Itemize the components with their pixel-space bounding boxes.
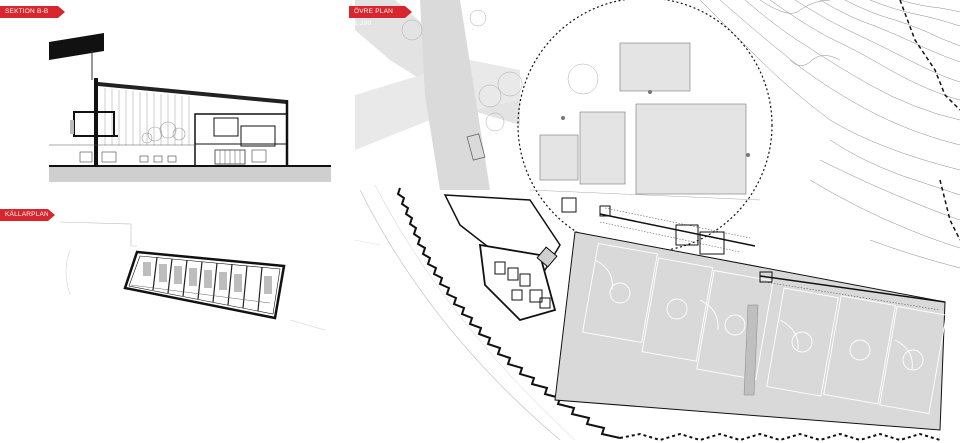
section-main-wall — [94, 78, 98, 166]
upper-plan — [354, 0, 960, 442]
section-title-tag: SEKTION B-B 1:100 — [0, 6, 65, 27]
terrain-contours — [699, 0, 960, 269]
court-markings — [582, 242, 947, 415]
section-drawing — [49, 33, 331, 182]
basement-fixtures — [143, 262, 272, 294]
hall-small — [539, 134, 579, 181]
basement-plan — [59, 221, 326, 331]
bleachers — [599, 213, 946, 303]
section-right-block — [194, 113, 288, 167]
road-vertical — [420, 0, 490, 190]
plan-trees — [401, 9, 599, 132]
building-rooms — [494, 261, 551, 309]
section-ceiling-slats — [104, 88, 190, 145]
entrance-wing — [478, 243, 557, 322]
section-furniture — [79, 149, 267, 163]
section-signboard — [49, 33, 104, 60]
basement-partitions — [152, 256, 263, 312]
changing-rooms — [561, 197, 773, 283]
hall-upper — [619, 42, 691, 92]
hall-middle — [579, 111, 626, 185]
property-line — [899, 0, 960, 111]
section-roof — [98, 82, 287, 104]
hall-main — [635, 103, 747, 195]
running-track — [743, 304, 759, 396]
basement-title-tag: KÄLLARPLAN 1:200 — [0, 209, 55, 230]
section-ground — [49, 166, 331, 182]
section-trees — [141, 121, 186, 144]
upper-plan-title-tag: ÖVRE PLAN 1:200 — [349, 6, 412, 27]
